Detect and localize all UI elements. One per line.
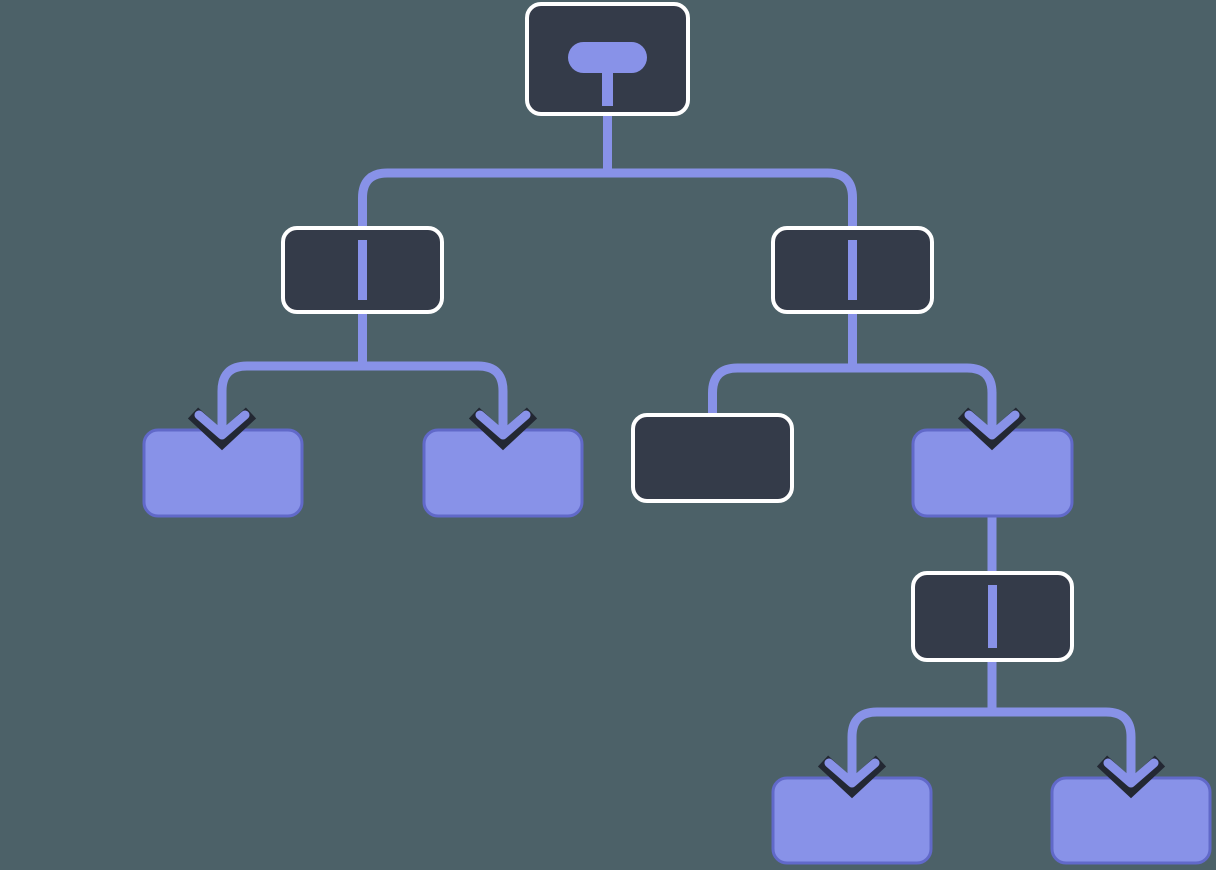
- arrow-down-icon: [1096, 740, 1166, 799]
- pill-shape: [568, 42, 647, 73]
- pill-stem-icon: [568, 42, 647, 106]
- arrow-purple-chevron: [475, 410, 531, 440]
- arrow-purple-chevron: [824, 758, 880, 788]
- connector-branch-left-children: [217, 361, 508, 433]
- connector-root-to-branches: [358, 168, 857, 228]
- arrow-purple-chevron: [194, 410, 250, 440]
- connector-bottom-children: [847, 707, 1136, 781]
- arrow-purple-chevron: [1103, 758, 1159, 788]
- arrow-down-icon: [817, 740, 887, 799]
- node-leaf-dark[interactable]: [631, 413, 794, 503]
- arrow-down-icon: [957, 392, 1027, 451]
- arrow-down-icon: [187, 392, 257, 451]
- connector-branch-right-children: [708, 363, 997, 433]
- arrow-down-icon: [468, 392, 538, 451]
- pill-stem: [602, 70, 613, 106]
- arrow-purple-chevron: [964, 410, 1020, 440]
